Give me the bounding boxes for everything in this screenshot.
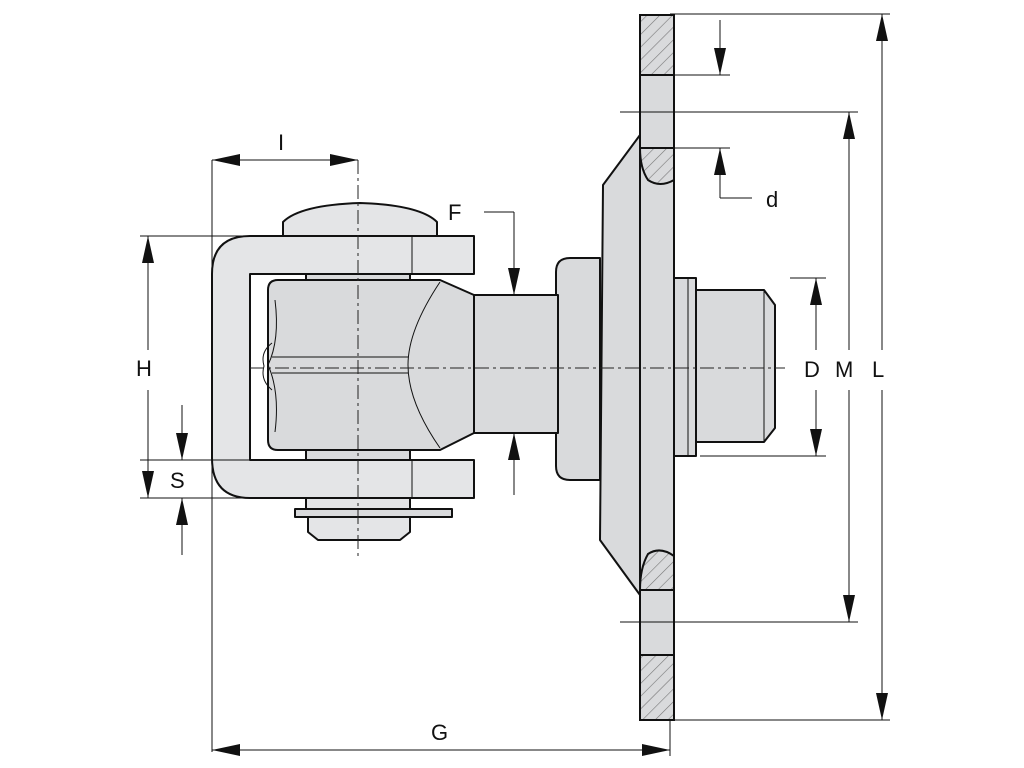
label-s: S <box>170 468 185 493</box>
label-i: I <box>278 130 284 155</box>
bottom-bushing <box>307 516 411 541</box>
label-h: H <box>136 356 152 381</box>
label-l: L <box>872 357 884 382</box>
shaft-collar <box>555 257 601 481</box>
plate-section-top <box>639 14 675 76</box>
pin-shaft <box>469 294 559 434</box>
dimension-f <box>508 212 520 495</box>
dimension-i <box>212 154 358 166</box>
label-g: G <box>431 720 448 745</box>
label-d-small: d <box>766 187 778 212</box>
retaining-clip <box>262 342 273 391</box>
dimension-g <box>212 720 671 756</box>
threaded-bolt <box>673 277 776 457</box>
top-cap <box>282 202 438 237</box>
dimension-l <box>876 14 888 720</box>
label-d-large: D <box>804 357 820 382</box>
dimension-d-large <box>810 278 822 456</box>
dimension-s <box>176 405 188 555</box>
extension-lines <box>140 13 890 752</box>
dimension-d-small <box>714 20 752 199</box>
label-m: M <box>835 357 853 382</box>
ball-joint-body <box>267 279 475 451</box>
dimension-m <box>843 112 855 622</box>
lock-washer <box>294 508 453 518</box>
weld-flange <box>599 134 641 596</box>
label-f: F <box>448 200 461 225</box>
plate-section-bottom <box>639 654 675 721</box>
dimension-h <box>142 236 154 498</box>
